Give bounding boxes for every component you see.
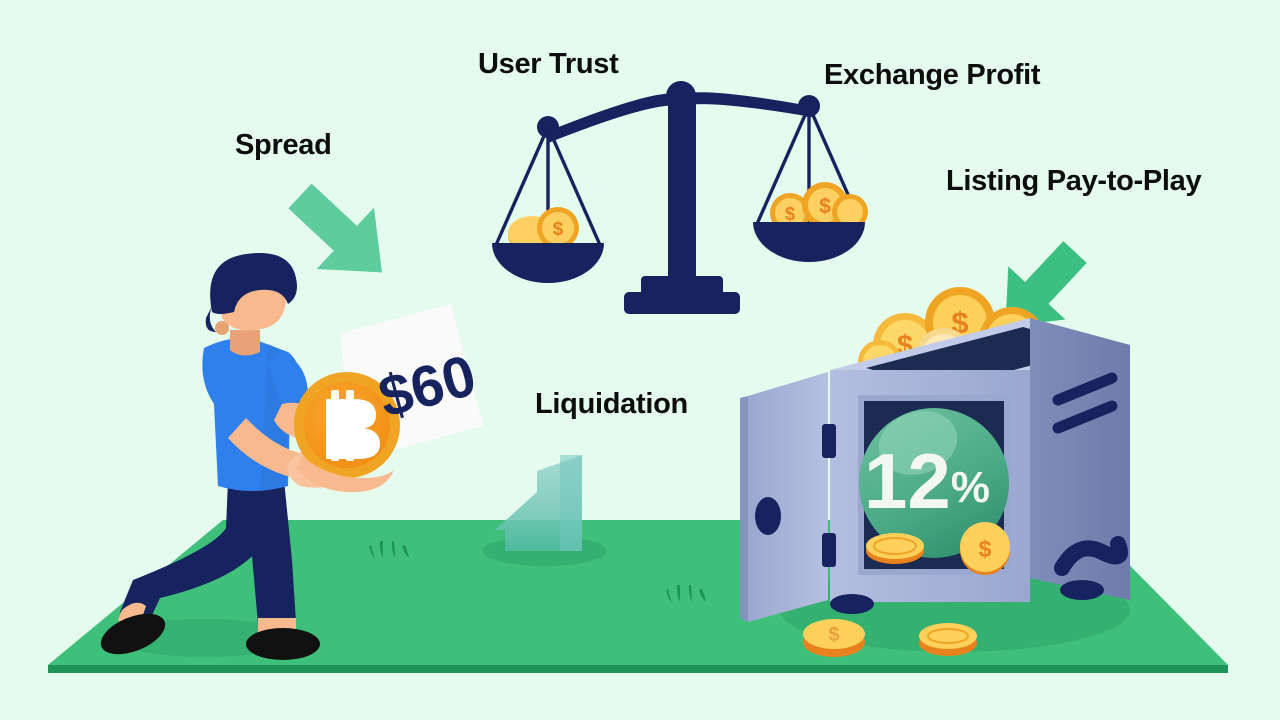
person-back-leg bbox=[120, 480, 268, 624]
svg-text:$: $ bbox=[828, 624, 839, 646]
scale-column bbox=[668, 102, 696, 282]
person-back-shoe bbox=[100, 613, 166, 655]
bitcoin-symbol bbox=[326, 390, 380, 461]
safe-door bbox=[740, 372, 836, 622]
scale-base-upper bbox=[641, 276, 723, 296]
svg-text:$: $ bbox=[553, 219, 564, 240]
safe-vault: $ $ $ $ $ bbox=[740, 287, 1130, 657]
person-fingers-over-coin bbox=[296, 456, 394, 493]
grass-tuft-right bbox=[666, 585, 706, 603]
grass-tuft-left bbox=[369, 541, 409, 559]
arrow-liquidation bbox=[483, 455, 607, 566]
safe-dial-value-number: 12% bbox=[864, 437, 990, 525]
safe-hinge-top bbox=[822, 424, 836, 458]
person-front-leg bbox=[228, 478, 296, 624]
safe-vent-lines bbox=[1052, 372, 1118, 434]
label-liquidation: Liquidation bbox=[535, 388, 688, 420]
person-front-shoe bbox=[246, 628, 320, 660]
arrow-listing-pay-to-play bbox=[1005, 241, 1087, 327]
scale-right-pan bbox=[753, 222, 865, 262]
person-holding-bitcoin bbox=[100, 253, 346, 660]
safe-handle bbox=[1054, 536, 1128, 576]
label-spread: Spread bbox=[235, 129, 332, 161]
scale-pivot bbox=[666, 81, 696, 111]
scale-right-pan-coins: $ $ bbox=[770, 182, 868, 233]
person-ear bbox=[215, 321, 229, 335]
person-hair-tuft bbox=[205, 306, 216, 332]
arrow-spread bbox=[288, 183, 382, 273]
label-user-trust: User Trust bbox=[478, 48, 619, 80]
svg-text:$: $ bbox=[819, 195, 831, 218]
bitcoin-coin bbox=[294, 372, 400, 493]
safe-door-knob bbox=[755, 497, 781, 535]
label-exchange-profit: Exchange Profit bbox=[824, 59, 1041, 91]
safe-interior-coins: $ bbox=[866, 522, 1010, 575]
safe-spilled-coins: $ bbox=[803, 619, 977, 657]
safe-foot-right bbox=[1060, 580, 1104, 600]
safe-hinge-bottom bbox=[822, 533, 836, 567]
balance-scale: $ $ $ bbox=[492, 81, 868, 314]
scale-base bbox=[624, 292, 740, 314]
scale-left-pan bbox=[492, 243, 604, 283]
safe-dial-highlight bbox=[878, 411, 958, 475]
safe-foot-left bbox=[830, 594, 874, 614]
person-neck bbox=[230, 330, 260, 356]
safe-side-face bbox=[1030, 318, 1130, 600]
svg-text:$: $ bbox=[785, 204, 795, 224]
label-listing-pay-to-play: Listing Pay-to-Play bbox=[946, 165, 1202, 197]
person-hair bbox=[210, 253, 297, 314]
scale-beam bbox=[546, 92, 812, 143]
svg-text:$: $ bbox=[979, 536, 992, 562]
person-sleeve bbox=[268, 352, 308, 408]
